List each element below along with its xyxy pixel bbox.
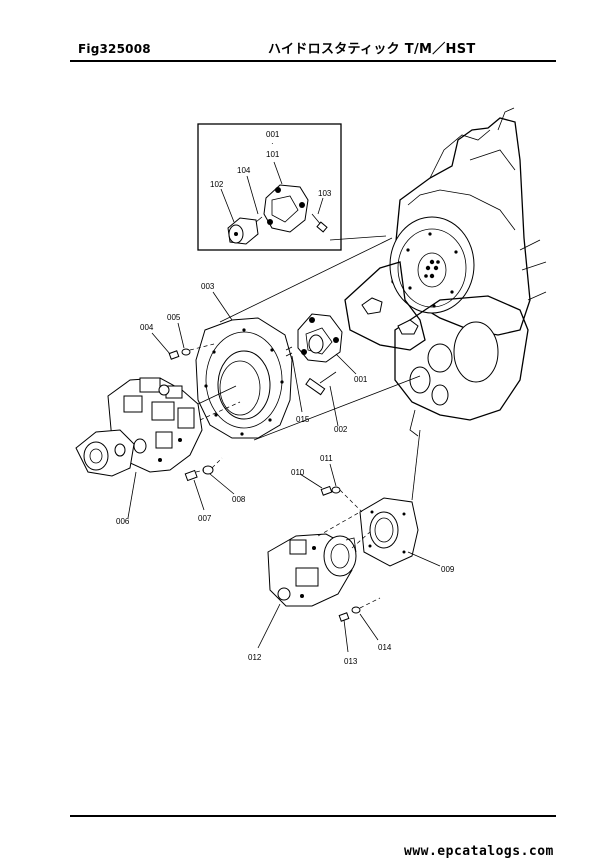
callout-007: 007 xyxy=(198,514,212,523)
page-header: Fig325008 ハイドロスタティック T/M／HST xyxy=(0,0,615,70)
footer-rule xyxy=(70,815,556,817)
callout-014: 014 xyxy=(378,643,392,652)
adapter-plate xyxy=(359,429,421,567)
callout-008: 008 xyxy=(232,495,246,504)
callout-015: 015 xyxy=(296,415,310,424)
bolt-007-washer-008 xyxy=(184,457,223,482)
engine-assembly xyxy=(344,107,547,437)
watermark-text: www.epcatalogs.com xyxy=(404,844,554,859)
figure-id: Fig325008 xyxy=(78,42,151,56)
callout-009: 009 xyxy=(441,565,455,574)
callout-103: 103 xyxy=(318,189,332,198)
callout-101: 101 xyxy=(266,150,280,159)
callout-001: 001 xyxy=(354,375,368,384)
callout-011: 011 xyxy=(320,454,333,463)
small-bolt-part xyxy=(311,213,328,233)
set-screw-part xyxy=(255,216,263,223)
bolt-010-washer-011 xyxy=(320,485,363,513)
figure-title: ハイドロスタティック T/M／HST xyxy=(268,42,476,57)
callout-012: 012 xyxy=(248,653,262,662)
callout-dot: · xyxy=(271,139,274,148)
callout-013: 013 xyxy=(344,657,358,666)
callout-102: 102 xyxy=(210,180,224,189)
callout-004: 004 xyxy=(140,323,154,332)
callout-010: 010 xyxy=(291,468,305,477)
callout-003: 003 xyxy=(201,282,215,291)
hydraulic-pump xyxy=(75,377,237,477)
callout-001-inset: 001 xyxy=(266,130,280,139)
bolt-002-part xyxy=(305,371,337,396)
coupling-detail-inset: 001 · 101 104 102 103 xyxy=(197,123,342,251)
header-rule xyxy=(70,60,556,62)
callout-005: 005 xyxy=(167,313,181,322)
hydraulic-motor xyxy=(267,533,357,607)
pin-015-part xyxy=(285,346,293,357)
coupling-assembly xyxy=(297,313,343,363)
flex-coupling-part xyxy=(263,184,309,233)
bell-housing-plate xyxy=(195,317,293,439)
bolt-013-washer-014 xyxy=(338,597,381,622)
callout-006: 006 xyxy=(116,517,130,526)
callout-104: 104 xyxy=(237,166,251,175)
callout-002: 002 xyxy=(334,425,348,434)
hub-part xyxy=(227,217,259,245)
bolt-004-washer-005 xyxy=(168,343,215,360)
